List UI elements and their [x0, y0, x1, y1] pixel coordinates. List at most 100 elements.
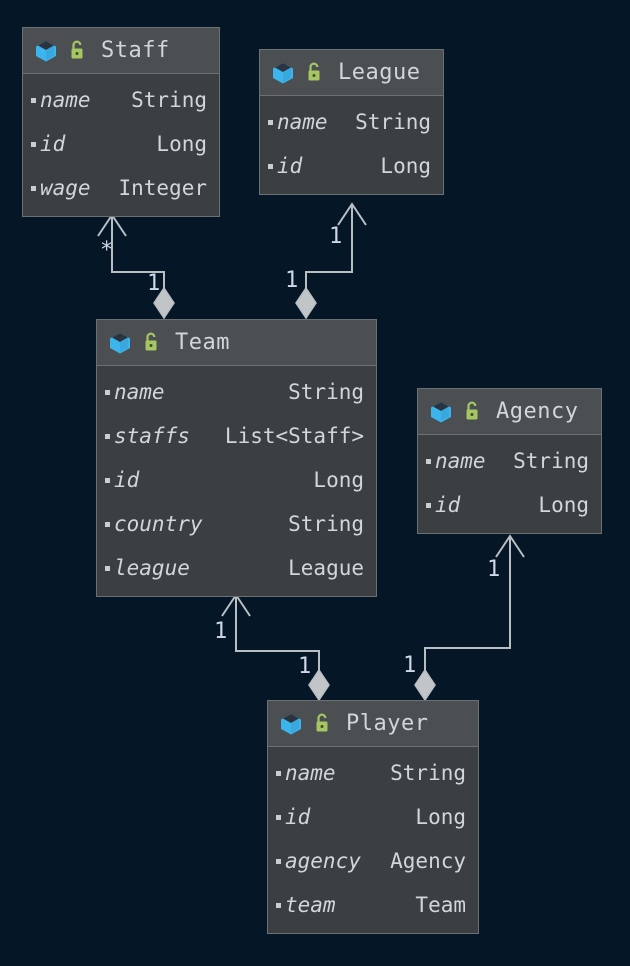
aggregation-diamond: [308, 668, 330, 702]
field-bullet-icon: [105, 477, 110, 483]
field-name: name: [40, 88, 91, 112]
edge-player-team: [221, 593, 330, 702]
aggregation-diamond: [295, 286, 317, 320]
class-header-team: Team: [97, 320, 376, 366]
class-header-player: Player: [268, 701, 478, 747]
aggregation-diamond: [414, 668, 436, 702]
field-bullet-icon: [276, 902, 281, 908]
field-name: id: [435, 493, 461, 517]
field-type: List<Staff>: [224, 424, 364, 448]
field-row: name String: [260, 100, 443, 144]
field-bullet-icon: [426, 458, 431, 464]
field-type: Long: [538, 493, 589, 517]
edge-team-league: [295, 202, 367, 320]
field-name: league: [114, 556, 190, 580]
multiplicity-player-team-source: 1: [298, 654, 312, 679]
field-row: agency Agency: [268, 839, 478, 883]
field-type: Long: [313, 468, 364, 492]
edge-player-agency: [414, 534, 525, 702]
field-type: String: [288, 380, 364, 404]
field-name: country: [114, 512, 203, 536]
field-type: String: [513, 449, 589, 473]
class-cube-icon: [36, 40, 56, 61]
class-fields-league: name String id Long: [260, 96, 443, 194]
multiplicity-player-agency-source: 1: [403, 653, 417, 678]
field-name: id: [114, 468, 140, 492]
field-row: league League: [97, 546, 376, 590]
open-padlock-icon: [466, 401, 478, 419]
class-name-agency: Agency: [496, 399, 579, 424]
class-box-player[interactable]: Player name String id Long agency Agency: [267, 700, 479, 934]
class-header-staff: Staff: [23, 28, 219, 74]
field-row: id Long: [23, 122, 219, 166]
field-name: agency: [285, 849, 361, 873]
field-name: team: [285, 893, 336, 917]
field-row: country String: [97, 502, 376, 546]
open-padlock-icon: [145, 332, 157, 350]
field-type: Agency: [390, 849, 466, 873]
open-padlock-icon: [308, 62, 320, 80]
field-type: String: [288, 512, 364, 536]
class-box-agency[interactable]: Agency name String id Long: [417, 388, 602, 534]
field-bullet-icon: [105, 565, 110, 571]
field-type: String: [355, 110, 431, 134]
multiplicity-team-league-source: 1: [285, 268, 299, 293]
field-name: name: [285, 761, 336, 785]
field-name: wage: [40, 176, 91, 200]
field-bullet-icon: [31, 97, 36, 103]
class-box-team[interactable]: Team name String staffs List<Staff> id L…: [96, 319, 377, 597]
class-header-league: League: [260, 50, 443, 96]
multiplicity-player-agency-target: 1: [487, 557, 501, 582]
multiplicity-team-league-target: 1: [329, 224, 343, 249]
field-row: name String: [418, 439, 601, 483]
field-bullet-icon: [105, 433, 110, 439]
field-bullet-icon: [31, 141, 36, 147]
field-type: Long: [380, 154, 431, 178]
field-bullet-icon: [105, 521, 110, 527]
field-name: name: [435, 449, 486, 473]
field-name: id: [40, 132, 66, 156]
multiplicity-team-staff-source: 1: [147, 271, 161, 296]
field-row: name String: [23, 78, 219, 122]
class-header-agency: Agency: [418, 389, 601, 435]
class-fields-staff: name String id Long wage Integer: [23, 74, 219, 216]
field-row: id Long: [97, 458, 376, 502]
field-bullet-icon: [276, 858, 281, 864]
class-box-league[interactable]: League name String id Long: [259, 49, 444, 195]
class-name-league: League: [338, 60, 421, 85]
field-row: id Long: [418, 483, 601, 527]
class-fields-team: name String staffs List<Staff> id Long c…: [97, 366, 376, 596]
class-fields-agency: name String id Long: [418, 435, 601, 533]
field-type: Long: [415, 805, 466, 829]
class-cube-icon: [431, 401, 451, 422]
field-name: staffs: [114, 424, 190, 448]
class-cube-icon: [110, 332, 130, 353]
field-type: League: [288, 556, 364, 580]
field-row: staffs List<Staff>: [97, 414, 376, 458]
field-row: wage Integer: [23, 166, 219, 210]
field-type: Team: [415, 893, 466, 917]
class-name-staff: Staff: [101, 38, 170, 63]
field-name: id: [285, 805, 311, 829]
class-name-player: Player: [346, 711, 429, 736]
field-bullet-icon: [105, 389, 110, 395]
class-fields-player: name String id Long agency Agency team: [268, 747, 478, 933]
field-name: name: [277, 110, 328, 134]
field-bullet-icon: [276, 770, 281, 776]
field-row: id Long: [268, 795, 478, 839]
field-type: String: [390, 761, 466, 785]
field-bullet-icon: [276, 814, 281, 820]
field-type: String: [131, 88, 207, 112]
class-name-team: Team: [175, 330, 230, 355]
field-row: id Long: [260, 144, 443, 188]
class-cube-icon: [281, 713, 301, 734]
field-name: id: [277, 154, 303, 178]
open-padlock-icon: [71, 40, 83, 58]
field-name: name: [114, 380, 165, 404]
field-type: Long: [156, 132, 207, 156]
class-box-staff[interactable]: Staff name String id Long wage Integer: [22, 27, 220, 217]
field-row: team Team: [268, 883, 478, 927]
multiplicity-player-team-target: 1: [214, 619, 228, 644]
edge-team-staff: [97, 213, 175, 320]
